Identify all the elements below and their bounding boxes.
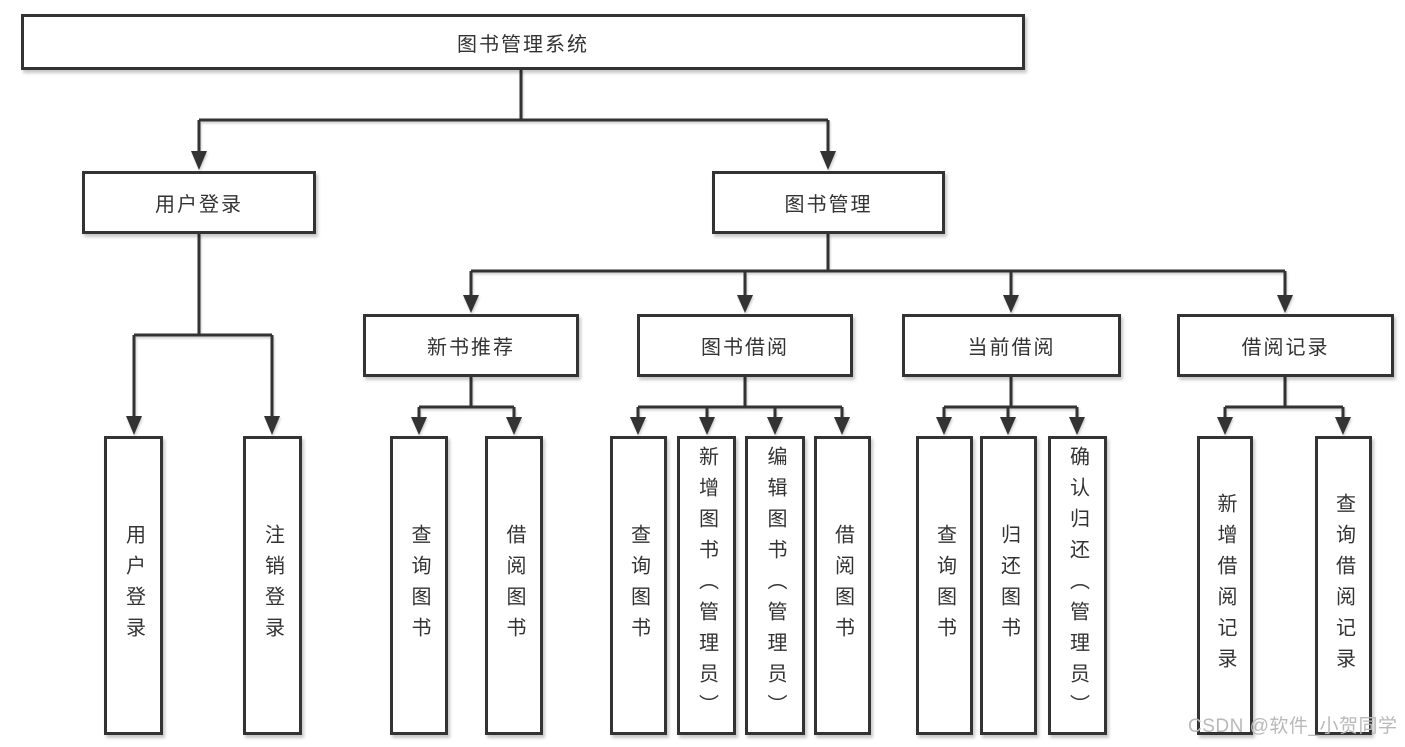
leaf-confirm-return-admin-label: 确认归还（管理员） [1066,446,1089,725]
node-root-system: 图书管理系统 [21,14,1025,70]
leaf-query-borrow-record: 查询借阅记录 [1315,436,1372,735]
node-current-borrow: 当前借阅 [902,314,1121,377]
leaf-logout-login: 注销登录 [243,436,302,735]
node-book-management: 图书管理 [712,171,945,234]
node-book-borrow-label: 图书借阅 [701,337,789,359]
leaf-query-borrow-record-label: 查询借阅记录 [1332,492,1355,679]
leaf-confirm-return-admin: 确认归还（管理员） [1048,436,1107,735]
leaf-add-book-admin: 新增图书（管理员） [677,436,736,735]
leaf-edit-book-admin: 编辑图书（管理员） [745,436,805,735]
node-user-login-label: 用户登录 [155,194,243,216]
node-root-label: 图书管理系统 [457,33,589,56]
node-new-book-recommend: 新书推荐 [363,314,579,377]
leaf-add-borrow-record-label: 新增借阅记录 [1214,492,1236,679]
leaf-borrow-book: 借阅图书 [814,436,871,735]
leaf-user-login: 用户登录 [104,436,163,735]
leaf-return-book: 归还图书 [980,436,1037,735]
leaf-query-book-recommend-label: 查询图书 [408,523,430,648]
leaf-query-book-recommend: 查询图书 [390,436,448,735]
arrowhead-icons [126,151,1351,435]
node-borrow-record-label: 借阅记录 [1241,337,1330,359]
leaf-add-borrow-record: 新增借阅记录 [1197,436,1253,735]
leaf-query-book-borrow-label: 查询图书 [627,523,650,648]
connector-path [132,70,1345,419]
node-current-borrow-label: 当前借阅 [967,337,1056,359]
node-book-management-label: 图书管理 [784,194,873,216]
leaf-query-book-borrow: 查询图书 [610,436,667,735]
node-new-book-recommend-label: 新书推荐 [427,337,515,359]
leaf-return-book-label: 归还图书 [997,523,1020,648]
leaf-borrow-book-label: 借阅图书 [831,523,854,648]
leaf-add-book-admin-label: 新增图书（管理员） [695,446,718,725]
leaf-edit-book-admin-label: 编辑图书（管理员） [764,446,786,725]
node-user-login: 用户登录 [82,171,316,234]
node-book-borrow: 图书借阅 [637,314,853,377]
leaf-logout-login-label: 注销登录 [261,523,284,648]
leaf-user-login-label: 用户登录 [122,523,145,648]
leaf-borrow-book-recommend: 借阅图书 [485,436,543,735]
watermark: CSDN @软件_小贺同学 [1188,716,1398,737]
leaf-query-book-current-label: 查询图书 [933,523,956,648]
leaf-borrow-book-recommend-label: 借阅图书 [503,523,525,648]
leaf-query-book-current: 查询图书 [916,436,973,735]
node-borrow-record: 借阅记录 [1177,314,1394,377]
